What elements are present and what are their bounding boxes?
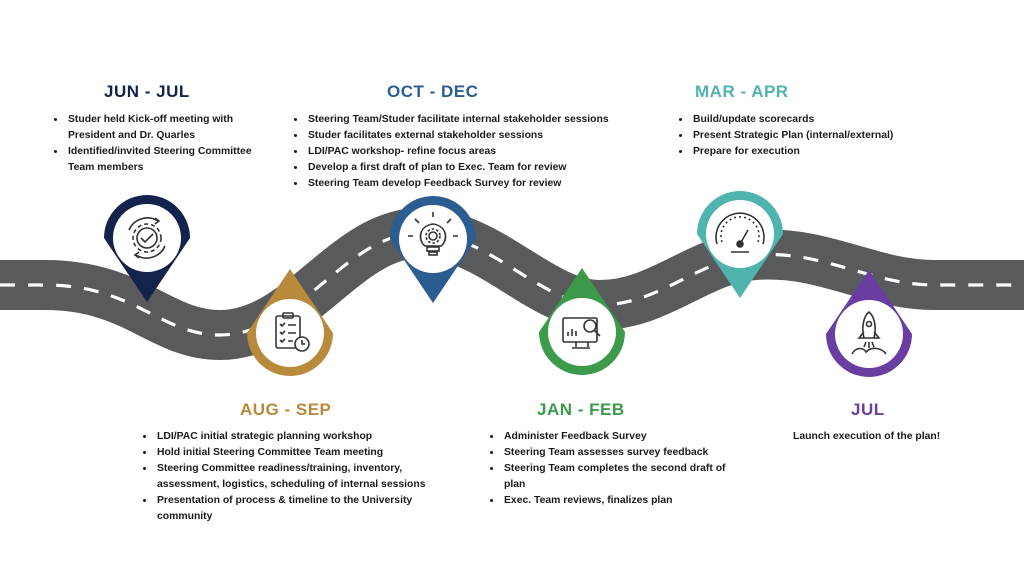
list-item: Exec. Team reviews, finalizes plan xyxy=(502,493,742,509)
lightbulb-gear-icon xyxy=(408,212,458,256)
jan-feb-title: JAN - FEB xyxy=(537,400,625,419)
list-item: Studer facilitates external stakeholder … xyxy=(306,128,656,144)
oct-dec-list: Steering Team/Studer facilitate internal… xyxy=(292,112,656,192)
mar-apr-title: MAR - APR xyxy=(695,82,789,101)
list-item: Hold initial Steering Committee Team mee… xyxy=(155,445,455,461)
gear-cycle-icon xyxy=(128,217,166,259)
list-item: Steering Team develop Feedback Survey fo… xyxy=(306,176,656,192)
list-item: Build/update scorecards xyxy=(691,112,941,128)
jun-jul-title: JUN - JUL xyxy=(104,82,190,101)
aug-sep-list: LDI/PAC initial strategic planning works… xyxy=(141,429,455,525)
rocket-launch-icon xyxy=(851,310,887,355)
jul-pin xyxy=(826,270,912,377)
jul-title: JUL xyxy=(851,400,885,419)
checklist-clock-icon xyxy=(275,312,310,352)
oct-dec-pin xyxy=(390,196,476,303)
aug-sep-pin xyxy=(247,269,333,376)
list-item: LDI/PAC initial strategic planning works… xyxy=(155,429,455,445)
monitor-chart-search-icon xyxy=(562,317,601,349)
list-item: Steering Team assesses survey feedback xyxy=(502,445,742,461)
list-item: Identified/invited Steering Committee Te… xyxy=(66,144,276,176)
aug-sep-title: AUG - SEP xyxy=(240,400,332,419)
jan-feb-list: Administer Feedback Survey Steering Team… xyxy=(488,429,742,509)
road-lane-marking xyxy=(0,231,1024,337)
list-item: Prepare for execution xyxy=(691,144,941,160)
mar-apr-list: Build/update scorecards Present Strategi… xyxy=(677,112,941,160)
list-item: Presentation of process & timeline to th… xyxy=(155,493,455,525)
jul-text: Launch execution of the plan! xyxy=(793,431,941,442)
oct-dec-title: OCT - DEC xyxy=(387,82,479,101)
gauge-icon xyxy=(715,212,765,253)
list-item: Steering Team completes the second draft… xyxy=(502,461,742,493)
list-item: Develop a first draft of plan to Exec. T… xyxy=(306,160,656,176)
list-item: LDI/PAC workshop- refine focus areas xyxy=(306,144,656,160)
list-item: Administer Feedback Survey xyxy=(502,429,742,445)
list-item: Studer held Kick-off meeting with Presid… xyxy=(66,112,276,144)
list-item: Steering Committee readiness/training, i… xyxy=(155,461,455,493)
jan-feb-pin xyxy=(539,268,625,375)
list-item: Present Strategic Plan (internal/externa… xyxy=(691,128,941,144)
list-item: Steering Team/Studer facilitate internal… xyxy=(306,112,656,128)
jun-jul-list: Studer held Kick-off meeting with Presid… xyxy=(52,112,276,176)
jun-jul-pin xyxy=(104,195,190,302)
mar-apr-pin xyxy=(697,191,783,298)
